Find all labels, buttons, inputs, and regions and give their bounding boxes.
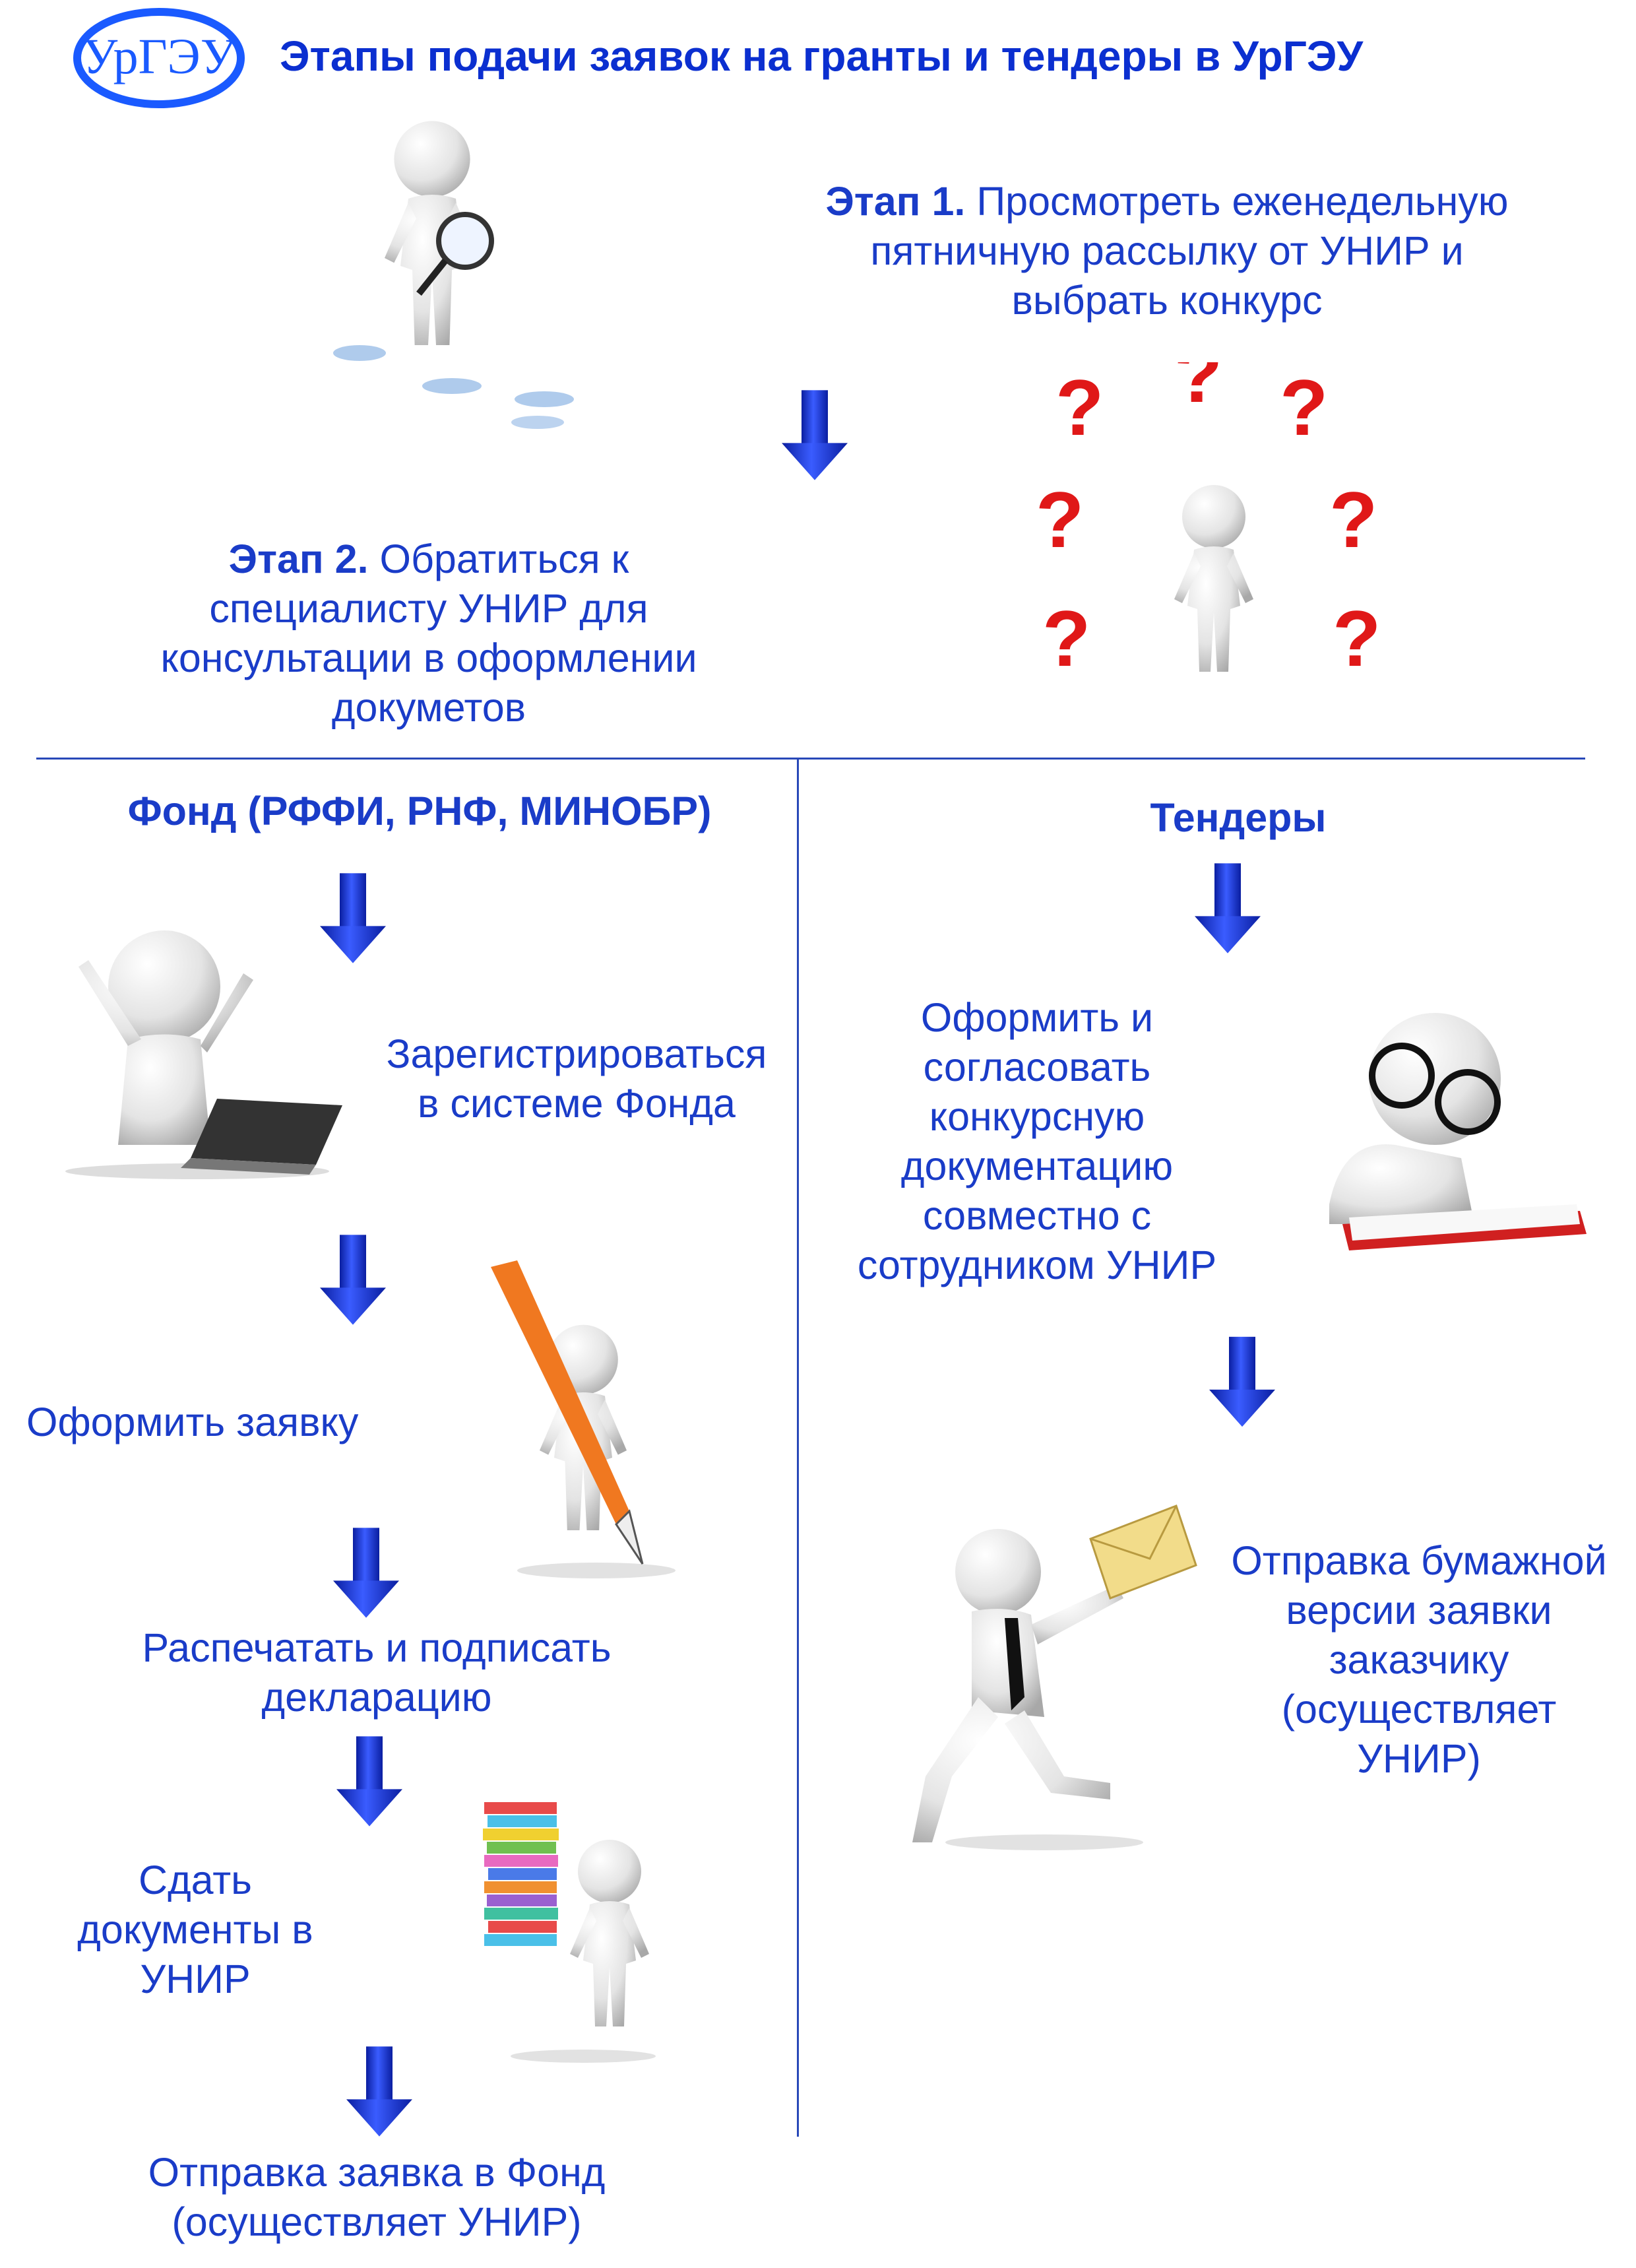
step-line: (осуществляет УНИР) (172, 2199, 582, 2244)
laptop-person-illustration (65, 927, 348, 1181)
arrow-down-icon (1209, 1336, 1275, 1427)
stage2-line: специалисту УНИР для (209, 586, 648, 631)
question-mark-icon: ? (1333, 595, 1381, 683)
step-line: Оформить и (920, 995, 1154, 1040)
question-mark-icon: ? (1329, 476, 1377, 564)
footprint-icon (333, 345, 386, 361)
step-line: согласовать (923, 1045, 1151, 1089)
tenders-heading: Тендеры (1150, 795, 1327, 840)
stage1-line: выбрать конкурс (1011, 278, 1323, 323)
fund-step-send: Отправка заявка в Фонд (осуществляет УНИ… (148, 2148, 606, 2247)
tender-step-send-paper: Отправка бумажной версии заявки заказчик… (1231, 1536, 1606, 1784)
magnifier-person-illustration (261, 109, 594, 436)
step-line: сотрудником УНИР (857, 1243, 1217, 1287)
fund-step-submit-docs: Сдать документы в УНИР (77, 1856, 313, 2004)
footprint-icon (422, 378, 482, 394)
tender-step-documentation: Оформить и согласовать конкурсную докуме… (858, 993, 1216, 1290)
arrow-down-icon (1195, 863, 1261, 954)
question-mark-icon: ? (1174, 362, 1222, 419)
page-title: Этапы подачи заявок на гранты и тендеры … (280, 32, 1364, 80)
magnifier-icon (436, 212, 494, 270)
stage1-line: пятничную рассылку от УНИР и (870, 228, 1464, 273)
arrow-down-icon (320, 1235, 386, 1325)
step-line: в системе Фонда (418, 1081, 736, 1126)
logo: УрГЭУ (73, 7, 246, 109)
step-line: заказчику (1329, 1637, 1509, 1682)
fund-step-fill-application: Оформить заявку (26, 1400, 359, 1444)
question-mark-icon: ? (1055, 364, 1104, 452)
stage2-text: Этап 2. Обратиться к специалисту УНИР дл… (160, 535, 697, 732)
step-line: Отправка заявка в Фонд (148, 2150, 606, 2195)
glasses-icon (1369, 1043, 1435, 1109)
step-line: декларацию (261, 1675, 492, 1720)
stage1-text: Этап 1. Просмотреть еженедельную пятничн… (825, 177, 1508, 325)
reading-person-illustration (1303, 1006, 1593, 1260)
step-line: Распечатать и подписать (142, 1625, 612, 1670)
stage2-line: докуметов (331, 685, 526, 730)
pen-person-illustration (478, 1260, 681, 1579)
footprint-icon (511, 416, 564, 429)
running-envelope-person-illustration (912, 1499, 1203, 1854)
step-line: документы в (77, 1907, 313, 1952)
step-line: УНИР) (1357, 1736, 1481, 1781)
arrow-down-icon (782, 390, 848, 480)
logo-text: УрГЭУ (82, 29, 236, 84)
stage2-label: Этап 2. (228, 536, 369, 581)
stage1-label: Этап 1. (825, 179, 966, 224)
step-line: Зарегистрироваться (386, 1031, 767, 1076)
step-line: (осуществляет (1281, 1687, 1557, 1732)
step-line: версии заявки (1286, 1588, 1552, 1633)
step-line: документацию (900, 1144, 1174, 1188)
question-mark-icon: ? (1036, 476, 1084, 564)
horizontal-divider (36, 758, 1585, 760)
thinking-person-illustration: ? ? ? ? ? ? ? (1036, 331, 1390, 717)
fund-step-print-sign: Распечатать и подписать декларацию (142, 1623, 611, 1722)
step-line: совместно с (922, 1193, 1152, 1238)
step-line: УНИР (140, 1957, 251, 2001)
necktie-icon (1005, 1618, 1024, 1710)
envelope-icon (1089, 1505, 1197, 1600)
stage2-line: консультации в оформлении (160, 635, 697, 680)
step-line: Сдать (139, 1858, 252, 1902)
arrow-down-icon (333, 1528, 399, 1618)
vertical-divider (797, 758, 799, 2137)
fund-heading: Фонд (РФФИ, РНФ, МИНОБР) (127, 789, 712, 833)
question-mark-icon: ? (1280, 364, 1328, 452)
arrow-down-icon (336, 1736, 402, 1827)
step-line: Отправка бумажной (1231, 1538, 1607, 1583)
stage2-line: Обратиться к (379, 536, 629, 581)
laptop-icon (191, 1099, 342, 1165)
books-person-illustration (478, 1789, 681, 2064)
pen-icon (491, 1260, 629, 1524)
footprint-icon (515, 391, 574, 407)
step-line: конкурсную (929, 1094, 1145, 1139)
question-mark-icon: ? (1042, 595, 1090, 683)
arrow-down-icon (346, 2046, 412, 2137)
books-stack-icon (483, 1802, 559, 1946)
stage1-line: Просмотреть еженедельную (976, 179, 1509, 224)
fund-step-register: Зарегистрироваться в системе Фонда (387, 1029, 767, 1128)
